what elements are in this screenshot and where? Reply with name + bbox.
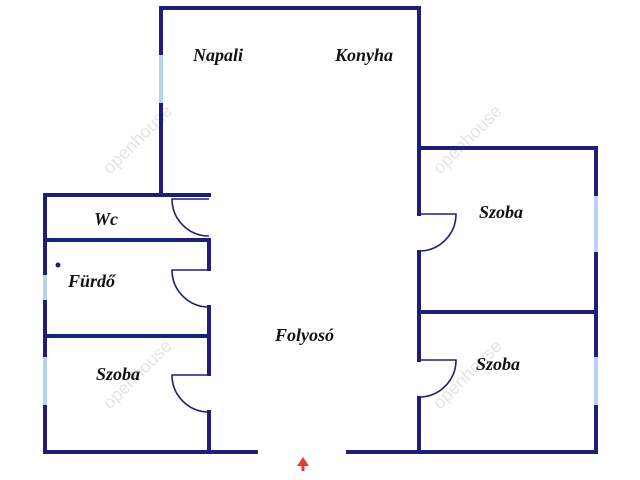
windows <box>43 55 598 405</box>
marker-dot <box>55 262 61 268</box>
room-label-wc: Wc <box>94 209 118 229</box>
watermark: openhouse <box>429 336 506 413</box>
room-label-szoba-right-top: Szoba <box>479 202 523 222</box>
watermark: openhouse <box>99 101 176 178</box>
room-label-szoba-left: Szoba <box>96 364 140 384</box>
entrance-arrow-icon <box>297 457 309 471</box>
room-label-furdo: Fürdő <box>67 271 116 291</box>
door-szoba-right-top <box>418 213 457 252</box>
room-labels: Napali Konyha Wc Fürdő Szoba Folyosó Szo… <box>67 45 523 384</box>
door-szoba-left <box>171 374 210 413</box>
room-label-szoba-right-bottom: Szoba <box>476 354 520 374</box>
doors <box>171 198 457 413</box>
watermark: openhouse <box>429 101 506 178</box>
room-label-folyoso: Folyosó <box>274 325 334 345</box>
door-furdo <box>171 269 210 308</box>
room-label-napali: Napali <box>192 45 243 65</box>
door-wc <box>171 198 210 237</box>
door-szoba-right-bottom <box>418 359 457 398</box>
room-label-konyha: Konyha <box>334 45 393 65</box>
